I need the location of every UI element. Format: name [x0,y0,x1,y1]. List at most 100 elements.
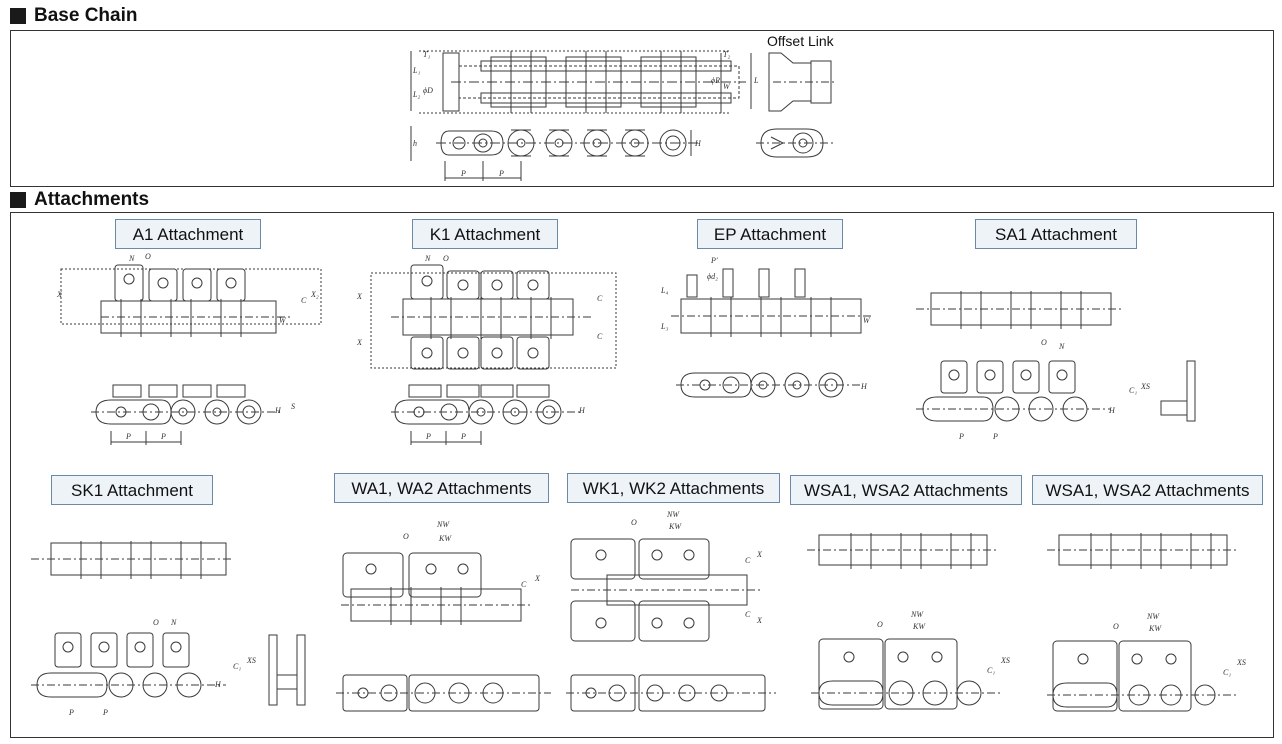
wsa2-dim-KW: KW [1148,624,1162,633]
sa1-dim-C1: C₁ [1129,386,1137,395]
k1-dim-C-bottom: C [597,332,603,341]
ep-dim-L3: L₃ [660,322,668,331]
wsa1-dim-NW: NW [910,610,924,619]
dim-L1: L₁ [412,66,420,75]
sk1-dim-N: N [170,618,177,627]
a1-dim-C: C [301,296,307,305]
wk-dim-X-top: X [756,550,763,559]
wsa1-dim-O: O [877,620,883,629]
label-ep: EP Attachment [697,219,843,249]
wsa1-dim-XS: XS [1000,656,1010,665]
wa-dim-KW: KW [438,534,452,543]
a1-dim-H: H [274,406,282,415]
a1-dim-P2: P [160,432,166,441]
base-chain-heading: Base Chain [10,5,137,27]
wk-dim-C-bottom: C [745,610,751,619]
sk1-dim-XS: XS [246,656,256,665]
k1-dim-P1: P [425,432,431,441]
base-chain-title: Base Chain [34,5,138,26]
wsa2-dim-C1: C₁ [1223,668,1231,677]
heading-square-icon [10,192,26,208]
wa-side-view [336,674,551,712]
ep-dim-H: H [860,382,868,391]
dim-L2: L₂ [412,90,420,99]
a1-side-view [91,384,281,445]
k1-dim-X-bottom: X [356,338,363,347]
wsa2-side-view [1047,640,1236,712]
offset-link-label: Offset Link [767,33,834,49]
label-a1: A1 Attachment [115,219,261,249]
label-wk1-wk2: WK1, WK2 Attachments [567,473,780,503]
dim-phiR: ϕR [711,76,720,85]
sk1-dim-P2: P [102,708,108,717]
dim-H: H [694,139,702,148]
a1-dim-P1: P [125,432,131,441]
offset-link-top-view [750,52,836,112]
wa-top-view [341,552,531,625]
label-wsa-1: WSA1, WSA2 Attachments [790,475,1022,505]
ep-dim-d2: ϕd₂ [707,272,718,281]
offset-link-side-view [756,128,836,158]
k1-dim-H: H [578,406,586,415]
sa1-dim-P2: P [992,432,998,441]
wa-dim-NW: NW [436,520,450,529]
wsa1-side-view [811,638,1001,710]
dim-P-2: P [498,169,504,178]
sk1-dim-H: H [214,680,222,689]
ep-dim-W: W [863,316,871,325]
wsa2-dim-XS: XS [1236,658,1246,667]
label-sk1: SK1 Attachment [51,475,213,505]
a1-dim-W: W [279,316,287,325]
ep-dim-Pp: P' [710,256,718,265]
wsa2-dim-NW: NW [1146,612,1160,621]
k1-dim-P2: P [460,432,466,441]
sa1-dim-O: O [1041,338,1047,347]
dim-W: W [723,82,731,91]
wsa2-dim-O: O [1113,622,1119,631]
wk-dim-KW: KW [668,522,682,531]
attachments-drawings: N O X C X₂ W H S P P N O X X C C H P P P… [31,252,1246,717]
wk-dim-C-top: C [745,556,751,565]
sa1-dim-H: H [1108,406,1116,415]
sa1-dim-P1: P [958,432,964,441]
wk-dim-X-bottom: X [756,616,763,625]
sk1-dim-C1: C₁ [233,662,241,671]
k1-dim-O: O [443,254,449,263]
k1-side-view [391,384,581,445]
a1-top-view [60,264,322,337]
a1-dim-X2: X₂ [310,290,319,299]
sk1-side-view [31,632,306,706]
attachments-title: Attachments [34,189,150,210]
sa1-dim-XS: XS [1140,382,1150,391]
attachments-panel: A1 Attachment K1 Attachment EP Attachmen… [10,212,1274,738]
sa1-dim-N: N [1058,342,1065,351]
wk-dim-O: O [631,518,637,527]
chain-top-view [410,50,746,114]
sk1-dim-P1: P [68,708,74,717]
sk1-top-view [31,541,231,579]
wa-dim-C: C [521,580,527,589]
k1-top-view [370,264,617,370]
wa-dim-X: X [534,574,541,583]
a1-dim-O: O [145,252,151,261]
dim-T2: T₂ [723,50,730,59]
label-wa1-wa2: WA1, WA2 Attachments [334,473,549,503]
chain-side-view [410,126,701,181]
label-k1: K1 Attachment [412,219,558,249]
a1-dim-N: N [128,254,135,263]
dim-P-1: P [460,169,466,178]
wsa1-dim-C1: C₁ [987,666,995,675]
wk-top-view [570,538,761,642]
sk1-dim-O: O [153,618,159,627]
dim-T1: T₁ [423,50,430,59]
k1-dim-X-top: X [356,292,363,301]
sa1-side-view [916,360,1196,422]
wsa1-top-view [807,533,996,569]
a1-dim-S: S [291,402,295,411]
sa1-top-view [916,291,1121,329]
ep-top-view [671,268,871,337]
wa-dim-O: O [403,532,409,541]
k1-dim-N: N [424,254,431,263]
heading-square-icon [10,8,26,24]
dim-h: h [413,139,417,148]
